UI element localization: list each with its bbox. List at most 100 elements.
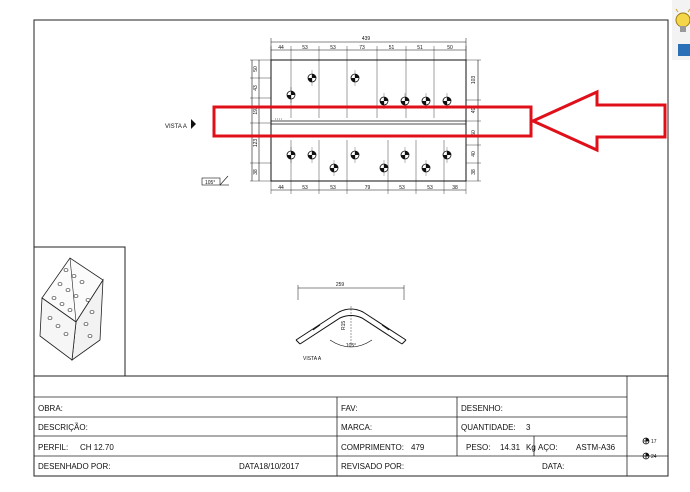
iso-hole-icon — [71, 274, 77, 278]
iso-hole-icon — [73, 294, 79, 298]
top-dim-label: 51 — [389, 45, 395, 51]
hole-marker-icon — [286, 147, 296, 163]
comprimento-value: 479 — [411, 443, 425, 452]
iso-hole-icon — [63, 268, 69, 272]
top-dim-label: 44 — [278, 45, 284, 51]
right-dim-label: 50 — [471, 130, 477, 136]
iso-hole-icon — [67, 308, 73, 312]
lightbulb-icon[interactable] — [672, 0, 690, 60]
iso-hole-icon — [51, 296, 57, 300]
hole-count-a: 17 — [651, 439, 657, 445]
section-angle-label: 105° — [346, 343, 356, 349]
left-dim-label: 43 — [253, 85, 259, 91]
iso-hole-icon — [85, 298, 91, 302]
top-dim-label: 53 — [330, 45, 336, 51]
revisado-label: REVISADO POR: — [341, 462, 404, 471]
hole-marker-icon — [350, 70, 360, 86]
iso-hole-icon — [65, 288, 71, 292]
top-dimension-chain: 439 44 53 53 73 51 51 50 — [270, 36, 467, 118]
perfil-label: PERFIL: — [38, 443, 68, 452]
iso-view — [33, 246, 126, 377]
perfil-value: CH 12.70 — [80, 443, 114, 452]
iso-hole-icon — [87, 334, 93, 338]
iso-hole-icon — [79, 280, 85, 284]
top-dim-label: 73 — [359, 45, 365, 51]
iso-hole-icon — [83, 322, 89, 326]
left-dim-label: 50 — [253, 66, 259, 72]
top-dim-label: 53 — [302, 45, 308, 51]
dim-total-top: 439 — [362, 36, 371, 42]
marca-label: MARCA: — [341, 423, 372, 432]
hole-marker-icon — [421, 93, 431, 109]
top-dim-label: 50 — [447, 45, 453, 51]
hole-marker-icon — [307, 147, 317, 163]
bottom-dim-label: 38 — [452, 185, 458, 191]
right-dim-label: 40 — [471, 151, 477, 157]
left-dimension-chain: 50 43 193 123 38 — [250, 59, 271, 182]
angle-marker-label: 105° — [205, 180, 215, 186]
iso-hole-icon — [57, 282, 63, 286]
radius-label: R15 — [341, 321, 347, 330]
right-dim-label: 49 — [471, 108, 477, 114]
highlight-annotation — [212, 89, 667, 153]
bottom-dim-label: 53 — [330, 185, 336, 191]
comprimento-label: COMPRIMENTO: — [341, 443, 404, 452]
top-dim-label: 51 — [417, 45, 423, 51]
section-view: 259 R15 105° VISTA A — [295, 282, 407, 362]
fav-label: FAV: — [341, 404, 357, 413]
bottom-dim-label: 53 — [302, 185, 308, 191]
hole-marker-icon — [307, 70, 317, 86]
right-dimension-chain: 103 49 50 40 38 — [466, 59, 481, 182]
hole-marker-icon — [379, 93, 389, 109]
hole-marker-icon — [350, 147, 360, 163]
section-vista-label: VISTA A — [303, 356, 322, 362]
right-dim-label: 103 — [471, 76, 477, 85]
hole-count-b: 24 — [651, 454, 657, 460]
right-dim-label: 38 — [471, 169, 477, 175]
aco-value: ASTM-A36 — [576, 443, 616, 452]
vista-arrow-icon — [191, 119, 196, 129]
iso-hole-icon — [63, 332, 69, 336]
angle-marker: 105° — [201, 175, 229, 186]
hole-markers — [286, 70, 452, 176]
left-dim-label: 38 — [253, 169, 259, 175]
title-block: OBRA: FAV: DESENHO: DESCRIÇÃO: MARCA: QU… — [33, 375, 669, 477]
hole-marker-icon — [400, 147, 410, 163]
bottom-dim-label: 53 — [427, 185, 433, 191]
plate-drawing — [270, 59, 467, 182]
bottom-dim-label: 53 — [399, 185, 405, 191]
quantidade-value: 3 — [526, 423, 531, 432]
hole-marker-icon — [421, 160, 431, 176]
iso-hole-icon — [89, 310, 95, 314]
hole-marker-icon — [379, 160, 389, 176]
data-value: DATA18/10/2017 — [239, 462, 300, 471]
iso-hole-icon — [55, 324, 61, 328]
peso-value: 14.31 — [500, 443, 521, 452]
peso-unit: Kg — [526, 443, 536, 452]
bottom-dim-label: 79 — [365, 185, 371, 191]
quantidade-label: QUANTIDADE: — [461, 423, 516, 432]
descricao-label: DESCRIÇÃO: — [38, 423, 88, 432]
hole-marker-icon — [286, 87, 296, 103]
iso-hole-icon — [59, 302, 65, 306]
hole-marker-icon — [329, 160, 339, 176]
hole-count-icon-a — [642, 437, 650, 445]
vista-a-label: VISTA A — [165, 124, 187, 130]
left-dim-label: 123 — [253, 139, 259, 148]
data-label: DATA: — [542, 462, 564, 471]
hole-count-icon-b — [642, 452, 650, 460]
aco-label: AÇO: — [538, 443, 558, 452]
hole-marker-icon — [400, 93, 410, 109]
peso-label: PESO: — [466, 443, 490, 452]
bottom-dimension-chain: 44 53 53 79 53 53 38 — [270, 140, 467, 194]
iso-hole-icon — [47, 316, 53, 320]
desenhado-label: DESENHADO POR: — [38, 462, 110, 471]
left-dim-label: 193 — [253, 106, 259, 115]
section-width-label: 259 — [336, 282, 345, 288]
hole-marker-icon — [442, 147, 452, 163]
hole-marker-icon — [442, 93, 452, 109]
desenho-label: DESENHO: — [461, 404, 503, 413]
bottom-dim-label: 44 — [278, 185, 284, 191]
obra-label: OBRA: — [38, 404, 63, 413]
